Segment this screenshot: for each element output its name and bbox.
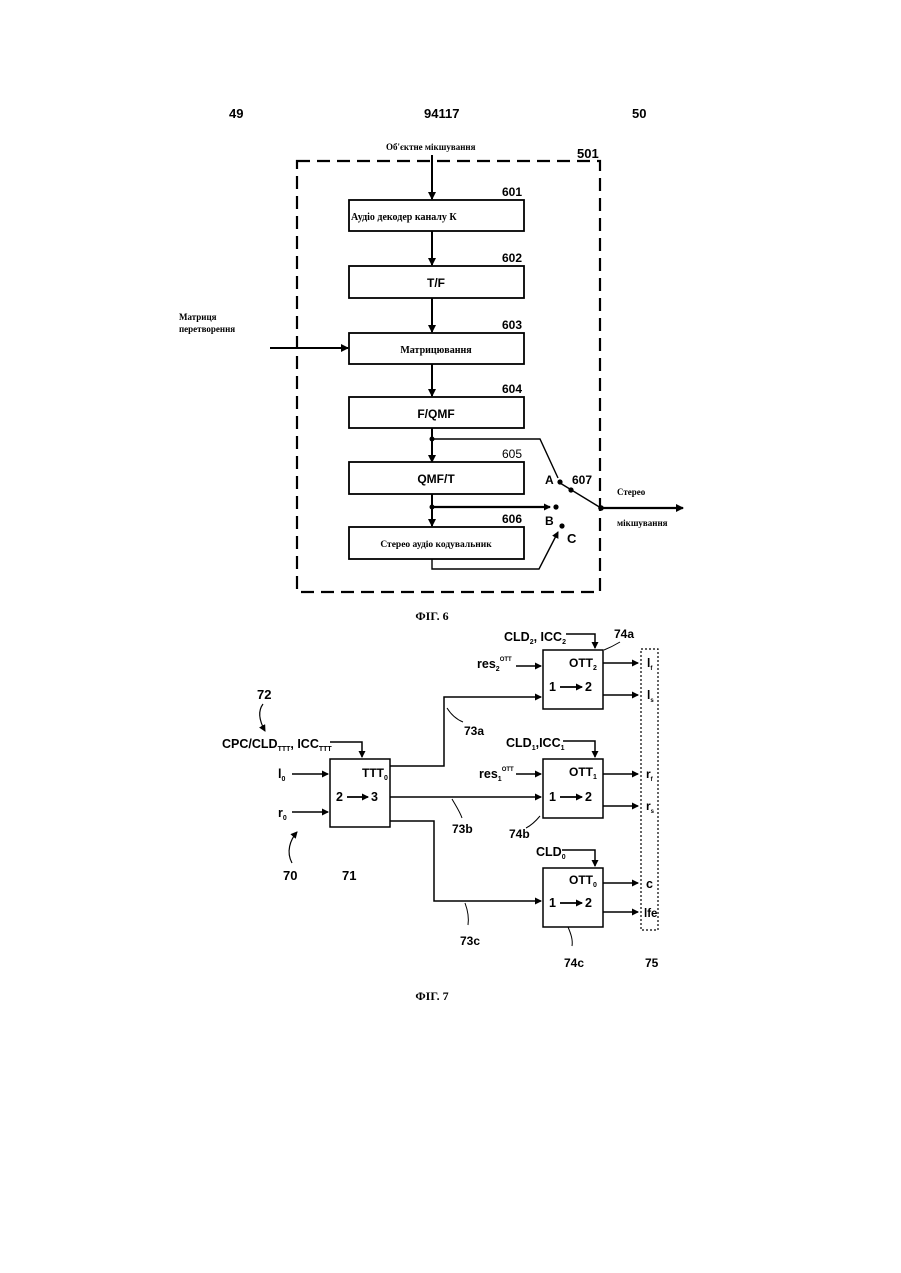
ott0-params: CLD0 <box>536 845 566 861</box>
ott0-to: 2 <box>585 896 592 910</box>
ttt-to: 3 <box>371 790 378 804</box>
out-rs: rs <box>646 799 655 815</box>
matrix-input-line1: Матриця <box>179 312 217 322</box>
ott1-params-arrow <box>563 741 595 757</box>
ott1-name: OTT1 <box>569 765 597 781</box>
ott2-params: CLD2, ICC2 <box>504 630 566 646</box>
matrix-input-line2: перетворення <box>179 324 235 334</box>
tag-74c-leader <box>568 927 572 946</box>
block-606-label: Стерео аудіо кодувальник <box>380 539 492 550</box>
ttt-params-arrow <box>330 742 362 757</box>
tag-72-pointer <box>260 704 265 731</box>
tag-74a-leader <box>604 642 620 650</box>
tag-70: 70 <box>283 868 297 883</box>
tag-73c: 73c <box>460 934 480 948</box>
fig6-container-ref: 501 <box>577 146 599 161</box>
fig6-input-label: Об'єктне мікшування <box>386 142 476 152</box>
tag-73a-leader <box>447 708 463 722</box>
block-603-ref: 603 <box>502 318 522 332</box>
fig7-caption: ФІГ. 7 <box>415 989 448 1003</box>
output-label-line2: мікшування <box>617 518 668 528</box>
switch-label-c: C <box>567 531 577 546</box>
ott2-to: 2 <box>585 680 592 694</box>
output-label-line1: Стерео <box>617 487 646 497</box>
input-r0: r0 <box>278 806 287 822</box>
tag-73b: 73b <box>452 822 473 836</box>
tag-74c: 74c <box>564 956 584 970</box>
res2: res2OTT <box>477 657 512 673</box>
switch-label-b: B <box>545 514 554 528</box>
tag-72: 72 <box>257 687 271 702</box>
tag-74a: 74a <box>614 627 634 641</box>
ott0-name: OTT0 <box>569 873 597 889</box>
ott2-from: 1 <box>549 680 556 694</box>
ott0-from: 1 <box>549 896 556 910</box>
fig6-diagram: Об'єктне мікшування 501 601 Аудіо декоде… <box>179 142 683 623</box>
switch-b-contact <box>553 504 558 509</box>
fig7-diagram: 72 CPC/CLDTTT, ICCTTT l0 r0 70 TTT0 2 3 … <box>222 627 659 1003</box>
out-lf: lf <box>647 656 653 672</box>
switch-pivot <box>568 487 573 492</box>
block-602-label: T/F <box>427 276 445 290</box>
ott0-params-arrow <box>562 850 595 866</box>
switch-c-contact <box>559 523 564 528</box>
tag-70-pointer <box>289 832 297 863</box>
block-604-ref: 604 <box>502 382 522 396</box>
block-601-label: Аудіо декодер каналу К <box>351 212 457 223</box>
switch-label-a: A <box>545 473 554 487</box>
tag-71: 71 <box>342 868 356 883</box>
block-602-ref: 602 <box>502 251 522 265</box>
block-603-label: Матрицювання <box>400 345 472 356</box>
tag-73b-leader <box>452 799 462 818</box>
tag-75: 75 <box>645 956 659 970</box>
fig6-caption: ФІГ. 6 <box>415 609 448 623</box>
block-604-label: F/QMF <box>417 407 454 421</box>
tag-74b: 74b <box>509 827 530 841</box>
tag-73c-leader <box>465 903 468 925</box>
ttt-from: 2 <box>336 790 343 804</box>
ttt-params: CPC/CLDTTT, ICCTTT <box>222 737 332 753</box>
res1: res1OTT <box>479 767 514 783</box>
tag-73a: 73a <box>464 724 484 738</box>
ott2-name: OTT2 <box>569 656 597 672</box>
out-c: c <box>646 877 653 891</box>
ott1-params: CLD1,ICC1 <box>506 736 565 752</box>
ott1-from: 1 <box>549 790 556 804</box>
out-rf: rf <box>646 767 654 783</box>
input-l0: l0 <box>278 767 285 783</box>
out-lfe: lfe <box>644 908 657 920</box>
switch-ref-607: 607 <box>572 473 592 487</box>
out-ls: ls <box>647 688 654 704</box>
block-606-ref: 606 <box>502 512 522 526</box>
ott1-to: 2 <box>585 790 592 804</box>
block-605-label: QMF/T <box>417 472 455 486</box>
block-605-ref: 605 <box>502 447 522 461</box>
ott2-params-arrow <box>566 634 595 648</box>
block-601-ref: 601 <box>502 185 522 199</box>
